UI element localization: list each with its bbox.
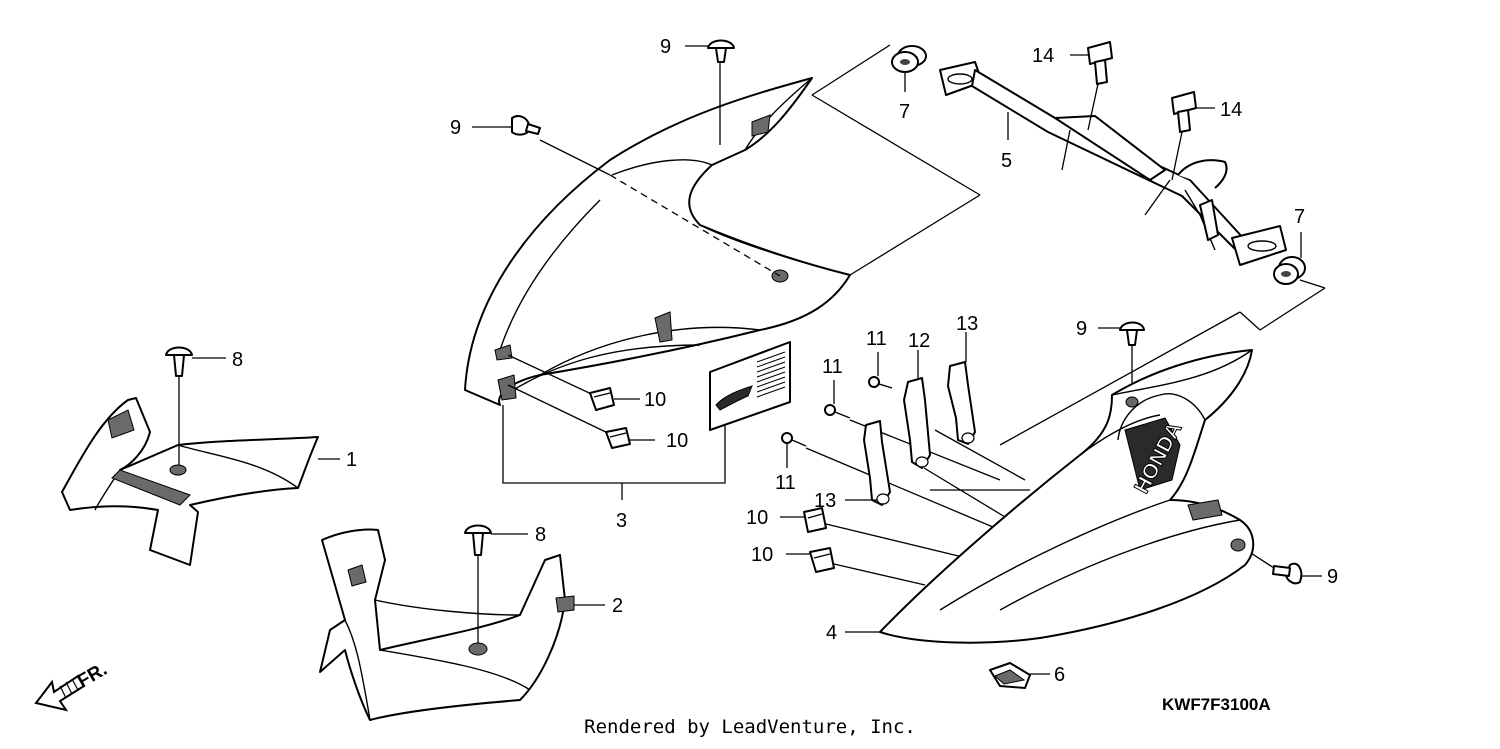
warning-label (709, 341, 791, 431)
screw-9-right-lower[interactable] (1272, 562, 1303, 585)
screw-8-upper[interactable] (165, 346, 193, 377)
callout-11-c: 11 (775, 472, 796, 494)
clip-10-c[interactable] (803, 507, 827, 533)
callout-5: 5 (1001, 150, 1012, 172)
bracket-part-3 (502, 405, 726, 484)
strap-12[interactable] (903, 377, 931, 469)
callout-9-right-upper: 9 (1076, 318, 1087, 340)
cowl-notch (497, 374, 517, 401)
callout-11-a: 11 (866, 328, 887, 350)
screw-11-a[interactable] (868, 376, 893, 389)
cowl-stay[interactable] (939, 61, 1287, 266)
callout-9-top: 9 (660, 36, 671, 58)
callout-14-upper: 14 (1032, 45, 1054, 67)
callout-6: 6 (1054, 664, 1065, 686)
callout-2: 2 (612, 595, 623, 617)
cowl-hole-lower (1230, 538, 1246, 552)
bolt-14-lower[interactable] (1171, 91, 1197, 133)
callout-10-d: 10 (751, 544, 773, 566)
callout-10-b: 10 (666, 430, 688, 452)
callout-7-lower: 7 (1294, 206, 1305, 228)
cowl-tab (654, 311, 673, 343)
callout-7-upper: 7 (899, 101, 910, 123)
callout-3: 3 (616, 510, 627, 532)
callout-13-upper: 13 (956, 313, 978, 335)
callout-10-c: 10 (746, 507, 768, 529)
cowl-hole (1125, 396, 1139, 408)
front-direction-arrow: FR. (34, 659, 111, 712)
callout-9-right-lower: 9 (1327, 566, 1338, 588)
callout-10-a: 10 (644, 389, 666, 411)
diagram-code: KWF7F3100A (1162, 695, 1271, 714)
screw-11-b[interactable] (824, 404, 851, 419)
callout-14-lower: 14 (1220, 99, 1242, 121)
bolt-14-upper[interactable] (1087, 41, 1113, 85)
grommet-6[interactable] (989, 662, 1031, 689)
callout-4: 4 (826, 622, 837, 644)
footer-credit: Rendered by LeadVenture, Inc. (584, 716, 916, 738)
upper-cowl[interactable] (464, 77, 851, 406)
cowl-slot (751, 114, 771, 137)
side-cowl[interactable]: HONDA (879, 349, 1255, 644)
screw-9-left[interactable] (511, 115, 541, 136)
clip-10-d[interactable] (809, 547, 835, 573)
callout-12: 12 (908, 330, 930, 352)
screw-11-c[interactable] (781, 432, 807, 447)
clip-10-a[interactable] (589, 387, 615, 411)
cowl-notch-upper (494, 344, 513, 361)
inner-panel-lower[interactable] (319, 528, 575, 721)
callout-8-lower: 8 (535, 524, 546, 546)
callout-8-upper: 8 (232, 349, 243, 371)
grommet-7-upper[interactable] (891, 45, 927, 73)
screw-9-top[interactable] (707, 39, 735, 63)
callout-11-b: 11 (822, 356, 843, 378)
inner-panel-left[interactable] (61, 397, 319, 566)
callout-13-lower: 13 (814, 490, 836, 512)
callout-1: 1 (346, 449, 357, 471)
strap-13-upper[interactable] (947, 361, 976, 445)
screw-9-right-upper[interactable] (1119, 321, 1145, 346)
screw-8-lower[interactable] (464, 524, 492, 556)
grommet-7-lower[interactable] (1273, 256, 1306, 285)
callout-9-left: 9 (450, 117, 461, 139)
clip-10-b[interactable] (605, 427, 631, 449)
strap-13-lower[interactable] (863, 420, 891, 506)
